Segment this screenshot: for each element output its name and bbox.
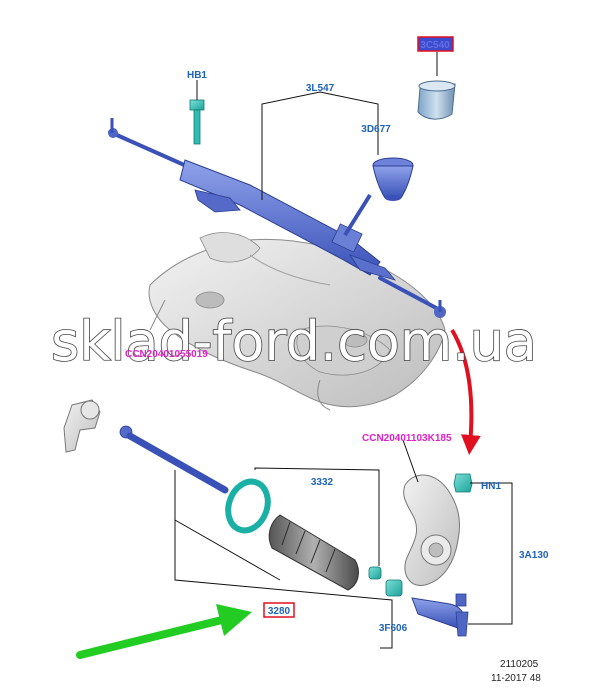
inner-rod-highlight-box bbox=[263, 602, 295, 618]
small-clip-illustration bbox=[368, 566, 382, 580]
label-3l547: 3L547 bbox=[306, 83, 335, 94]
clamp-ring-illustration bbox=[225, 478, 271, 534]
footer-code: 2110205 bbox=[500, 659, 539, 670]
red-arrow bbox=[450, 328, 481, 455]
inner-tie-rod-illustration bbox=[63, 399, 229, 494]
cap-3c540-illustration bbox=[417, 80, 456, 120]
label-3f606: 3F606 bbox=[379, 623, 408, 634]
ref-crossmember: CCN20401055019 bbox=[125, 349, 208, 360]
cap-highlight-box bbox=[417, 36, 454, 52]
steering-gear-illustration bbox=[108, 118, 446, 318]
label-hn1: HN1 bbox=[481, 481, 501, 492]
label-3280: 3280 bbox=[268, 606, 291, 617]
tie-rod-end-3a130-illustration bbox=[411, 593, 469, 637]
locknut-3f606-illustration bbox=[385, 579, 403, 597]
green-arrow bbox=[76, 604, 252, 659]
steering-knuckle-illustration bbox=[403, 474, 461, 586]
bellows-3332-illustration bbox=[268, 514, 359, 591]
leader-lines bbox=[174, 52, 513, 649]
label-hb1: HB1 bbox=[187, 70, 207, 81]
crossmember-illustration bbox=[148, 232, 446, 411]
nut-hn1-illustration bbox=[453, 473, 473, 493]
label-3332: 3332 bbox=[311, 477, 334, 488]
footer-date: 11-2017 48 bbox=[491, 673, 541, 684]
bolt-hb1-illustration bbox=[189, 99, 205, 145]
ref-knuckle: CCN20401103K185 bbox=[362, 433, 452, 444]
watermark: sklad-ford.com.ua bbox=[51, 310, 537, 373]
label-3c540: 3C540 bbox=[420, 40, 450, 51]
label-3d677: 3D677 bbox=[361, 124, 391, 135]
label-3a130: 3A130 bbox=[519, 550, 549, 561]
boot-3d677-illustration bbox=[372, 157, 414, 201]
